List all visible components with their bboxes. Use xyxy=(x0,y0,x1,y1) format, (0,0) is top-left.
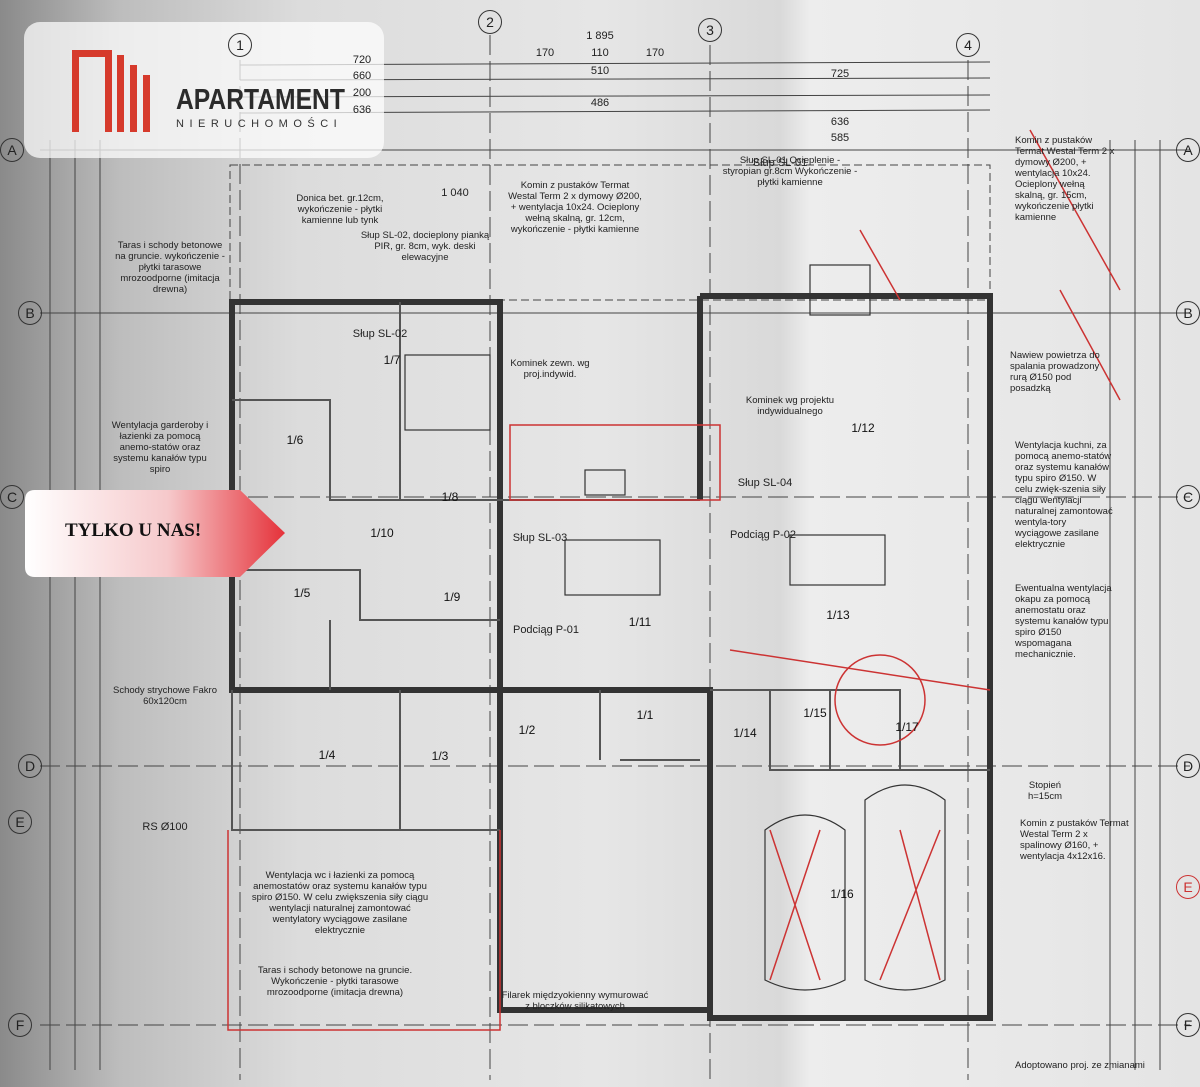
note-donica: Donica bet. gr.12cm, wykończenie - płytk… xyxy=(296,193,384,226)
note-slup-sl02: Słup SL-02, docieplony pianką PIR, gr. 8… xyxy=(360,230,490,263)
room-label: 1/1 xyxy=(636,708,654,722)
note-slup-sl01: Słup SL-01 Ocieplenie - styropian gr.8cm… xyxy=(722,155,858,188)
axis-row-d-right: D xyxy=(1176,754,1200,778)
axis-row-f-right: F xyxy=(1176,1013,1200,1037)
room-label: 1/16 xyxy=(830,887,854,901)
note-wc: Wentylacja wc i łazienki za pomocą anemo… xyxy=(251,870,429,936)
axis-row-a-right: A xyxy=(1176,138,1200,162)
dimension-label: 720 xyxy=(352,54,372,66)
room-label: 1/17 xyxy=(895,720,919,734)
plan-label: Podciąg P-02 xyxy=(729,529,797,541)
dimension-label: 510 xyxy=(590,65,610,77)
note-komin-center: Komin z pustaków Termat Westal Term 2 x … xyxy=(508,180,642,235)
axis-row-c: C xyxy=(0,485,24,509)
plan-label: Kominek zewn. wg proj.indywid. xyxy=(510,358,590,380)
room-label: 1/12 xyxy=(851,421,875,435)
room-label: 1/6 xyxy=(286,433,304,447)
agency-logo: APARTAMENT NIERUCHOMOŚCI xyxy=(24,22,384,158)
dimension-label: 1 040 xyxy=(441,187,469,199)
note-komin-garage: Komin z pustaków Termat Westal Term 2 x … xyxy=(1020,818,1129,862)
badge-shape xyxy=(25,490,285,577)
axis-row-b: B xyxy=(18,301,42,325)
axis-column-3: 3 xyxy=(698,18,722,42)
room-label: 1/2 xyxy=(518,723,536,737)
axis-row-f: F xyxy=(8,1013,32,1037)
room-label: 1/5 xyxy=(293,586,311,600)
room-label: 1/8 xyxy=(441,490,459,504)
axis-row-c-right: C xyxy=(1176,485,1200,509)
plan-label: Filarek międzyokienny wymurować z bloczk… xyxy=(501,990,649,1012)
axis-row-d: D xyxy=(18,754,42,778)
note-okap: Ewentualna wentylacja okapu za pomocą an… xyxy=(1015,583,1112,660)
dimension-label: 110 xyxy=(591,47,609,59)
plan-label: Stopień h=15cm xyxy=(1027,780,1063,802)
axis-column-2: 2 xyxy=(478,10,502,34)
axis-row-a: A xyxy=(0,138,24,162)
room-label: 1/3 xyxy=(431,749,449,763)
dimension-label: 585 xyxy=(830,132,850,144)
room-label: 1/9 xyxy=(443,590,461,604)
logo-bars-icon xyxy=(72,50,150,132)
dimension-label: 170 xyxy=(645,47,665,59)
plan-label: Schody strychowe Fakro 60x120cm xyxy=(112,685,217,707)
plan-label: Słup SL-03 xyxy=(512,532,568,544)
room-label: 1/7 xyxy=(383,353,401,367)
axis-row-e-right: E xyxy=(1176,875,1200,899)
axis-column-4: 4 xyxy=(956,33,980,57)
dimension-label: 486 xyxy=(590,97,610,109)
badge-text: TYLKO U NAS! xyxy=(65,520,202,541)
note-wentylacja-left: Wentylacja garderoby i łazienki za pomoc… xyxy=(111,420,209,475)
axis-row-b-right: B xyxy=(1176,301,1200,325)
dimension-label: 636 xyxy=(830,116,850,128)
logo-subtitle: NIERUCHOMOŚCI xyxy=(176,118,343,130)
plan-label: Słup SL-02 xyxy=(352,328,408,340)
dimension-label: 725 xyxy=(830,68,850,80)
room-label: 1/10 xyxy=(370,526,394,540)
note-wentylacja-kuchni: Wentylacja kuchni, za pomocą anemo-stató… xyxy=(1015,440,1113,550)
dimension-label: 170 xyxy=(535,47,555,59)
logo-name: APARTAMENT xyxy=(176,84,345,116)
dimension-label: 660 xyxy=(352,70,372,82)
room-label: 1/15 xyxy=(803,706,827,720)
axis-column-1: 1 xyxy=(228,33,252,57)
dimension-label: 200 xyxy=(352,87,372,99)
plan-label: Słup SL-04 xyxy=(737,477,793,489)
room-label: 1/4 xyxy=(318,748,336,762)
plan-label: RS Ø100 xyxy=(142,821,188,833)
note-taras-top: Taras i schody betonowe na gruncie. wyko… xyxy=(115,240,225,295)
dimension-label: 1 895 xyxy=(586,30,614,42)
note-nawiew: Nawiew powietrza do spalania prowadzony … xyxy=(1010,350,1100,394)
plan-label: Słup SL-01 xyxy=(752,157,808,169)
dimension-label: 636 xyxy=(352,104,372,116)
room-label: 1/14 xyxy=(733,726,757,740)
note-taras-bottom: Taras i schody betonowe na gruncie. Wyko… xyxy=(257,965,413,998)
room-label: 1/11 xyxy=(628,615,652,629)
exclusive-badge: TYLKO U NAS! xyxy=(25,490,285,577)
axis-row-e: E xyxy=(8,810,32,834)
plan-label: Adoptowano proj. ze zmianami xyxy=(1015,1060,1145,1071)
room-label: 1/13 xyxy=(826,608,850,622)
plan-label: Kominek wg projektu indywidualnego xyxy=(745,395,835,417)
plan-label: Podciąg P-01 xyxy=(512,624,580,636)
note-komin-right: Komin z pustaków Termat Westal Term 2 x … xyxy=(1015,135,1115,223)
